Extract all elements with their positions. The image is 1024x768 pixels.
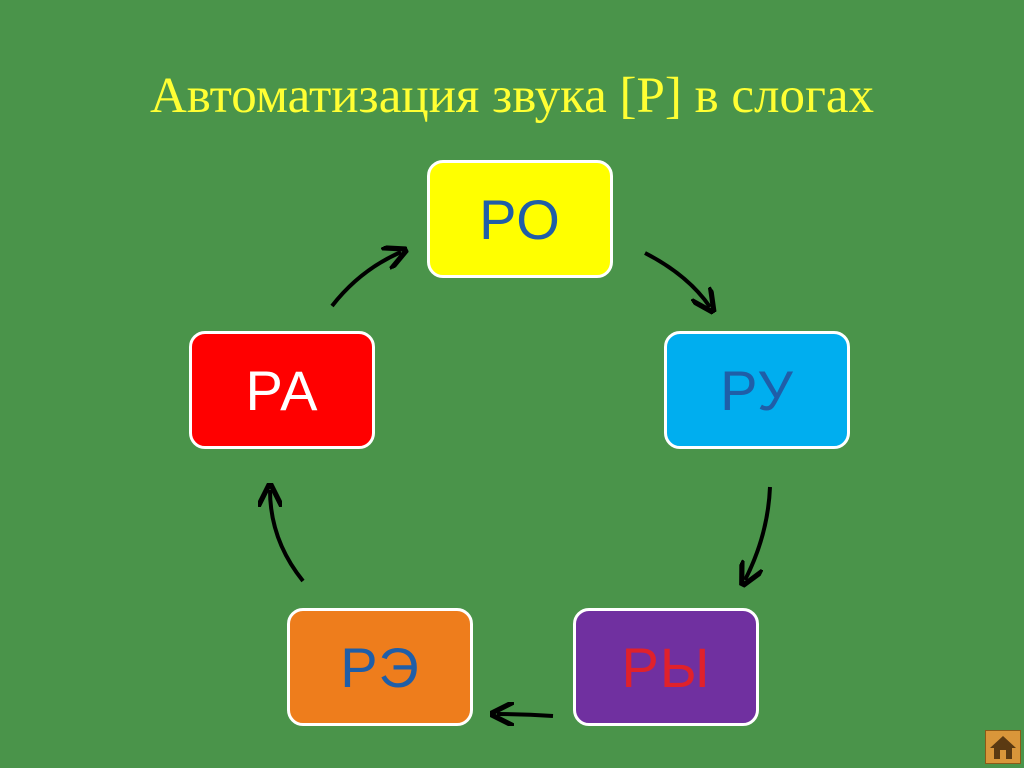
syllable-box-re: РЭ xyxy=(287,608,473,726)
syllable-box-ru: РУ xyxy=(664,331,850,449)
home-button[interactable] xyxy=(985,730,1021,764)
arrow-re-to-ra xyxy=(270,490,305,583)
slide-title: Автоматизация звука [Р] в слогах xyxy=(149,68,875,124)
syllable-label-ro: РО xyxy=(479,187,561,251)
syllable-box-ro: РО xyxy=(427,160,613,278)
arrow-ro-to-ru xyxy=(644,251,710,307)
arrow-ry-to-re xyxy=(497,714,554,716)
syllable-box-ra: РА xyxy=(189,331,375,449)
syllable-label-re: РЭ xyxy=(340,635,420,699)
syllable-label-ra: РА xyxy=(245,358,319,422)
syllable-label-ru: РУ xyxy=(720,358,794,422)
syllable-box-ry: РЫ xyxy=(573,608,759,726)
syllable-label-ry: РЫ xyxy=(621,635,711,699)
arrow-ru-to-ry xyxy=(745,486,772,580)
arrow-ra-to-ro xyxy=(330,252,401,308)
home-icon xyxy=(990,736,1016,759)
